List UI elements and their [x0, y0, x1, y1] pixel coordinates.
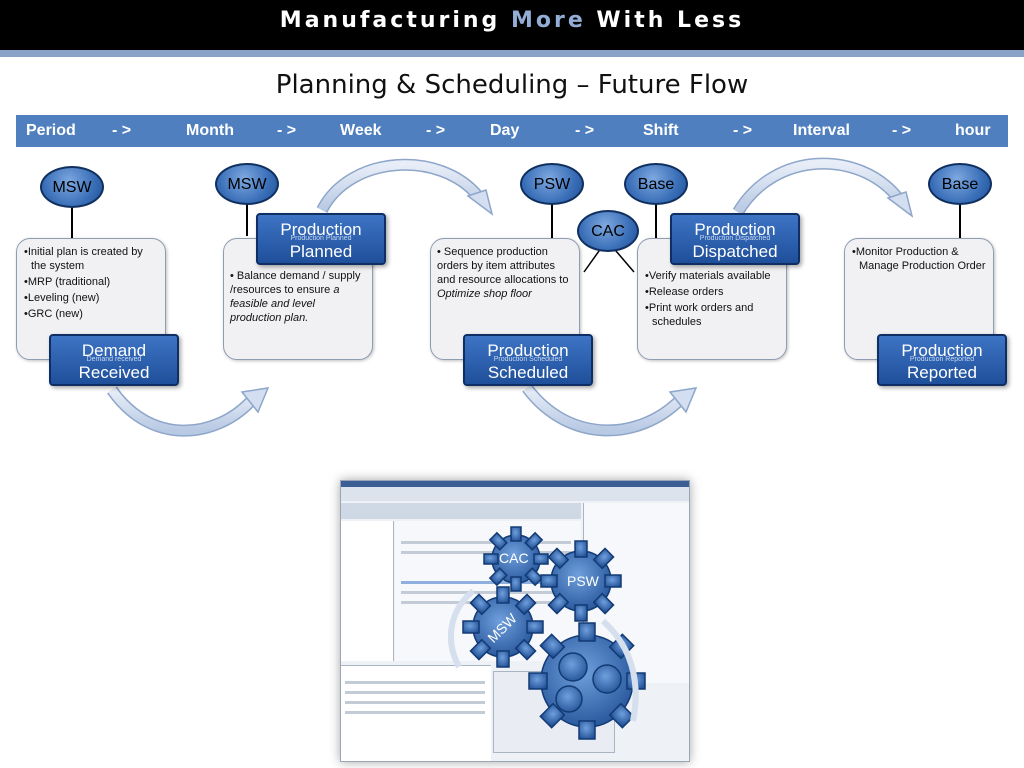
stage-line2: Received: [78, 363, 150, 382]
card-bullet: GRC (new): [21, 307, 161, 321]
stage-line1: Production: [280, 220, 362, 239]
stage-sublabel: Production Planned: [290, 235, 352, 242]
banner-rule: [0, 50, 1024, 57]
card-text: • Balance demand / supply /resources to …: [230, 270, 361, 324]
connector-stem: [655, 202, 657, 238]
screenshot-toolbar: [341, 503, 581, 519]
screenshot-row: [345, 691, 485, 694]
timeline-item: Period: [26, 122, 76, 139]
stage-sublabel: Production Scheduled: [493, 356, 563, 363]
software-screenshot: CAC PSW MSW: [340, 480, 690, 762]
card-text: • Sequence production orders by item att…: [437, 246, 569, 300]
stage-sublabel: Production Dispatched: [699, 235, 771, 242]
screenshot-titlebar: [341, 481, 689, 487]
msw-oval: MSW: [40, 166, 104, 208]
stage-sublabel: Production Reported: [909, 356, 975, 363]
gear-icon: [555, 685, 583, 713]
arrow-head: [466, 189, 494, 216]
timeline-item: Day: [490, 122, 520, 139]
screenshot-menubar: [341, 487, 689, 501]
stage-production-reported: Production Production Reported Reported: [877, 334, 1007, 386]
stage-line2: Dispatched: [692, 242, 778, 261]
stage-line1: Production: [901, 341, 983, 360]
msw-oval: MSW: [215, 163, 279, 205]
card-bullet: MRP (traditional): [21, 275, 161, 289]
stage-line1: Production: [694, 220, 776, 239]
card-bullet: Print work orders and schedules: [642, 301, 782, 329]
timeline-item: hour: [955, 122, 991, 139]
base-oval: Base: [928, 163, 992, 205]
stage-line1: Demand: [81, 341, 147, 360]
timeline-item: Interval: [793, 122, 850, 139]
timeline-item: Shift: [643, 122, 679, 139]
timeline-item: - >: [892, 122, 912, 139]
card-bullet: Initial plan is created by the system: [21, 245, 161, 273]
connector-stem: [246, 202, 248, 236]
connector-stem: [551, 202, 553, 238]
stage-production-planned: Production Production Planned Planned: [256, 213, 386, 265]
arrow-head: [240, 387, 270, 414]
gear-icon: [483, 526, 549, 592]
stage-line2: Planned: [289, 242, 353, 261]
gears-graphic: [447, 526, 646, 740]
timeline-item: - >: [112, 122, 132, 139]
screenshot-row: [401, 551, 571, 554]
card-bullet: Monitor Production & Manage Production O…: [849, 245, 989, 273]
timeline-item: Week: [340, 122, 382, 139]
stage-production-dispatched: Production Production Dispatched Dispatc…: [670, 213, 800, 265]
screenshot-row: [345, 711, 485, 714]
screenshot-row: [345, 681, 485, 684]
screenshot-tree-panel: [341, 521, 394, 661]
base-oval: Base: [624, 163, 688, 205]
cycle-arrow: [600, 618, 639, 722]
screenshot-row: [345, 701, 485, 704]
header-banner: [0, 0, 1024, 50]
gear-icon: [592, 664, 622, 694]
timeline-item: - >: [426, 122, 446, 139]
gear-icon: [540, 540, 622, 622]
psw-oval: PSW: [520, 163, 584, 205]
gear-label: CAC: [499, 550, 529, 566]
cycle-arrow: [447, 588, 475, 669]
connector-stem: [959, 202, 961, 238]
timeline-item: - >: [277, 122, 297, 139]
stage-sublabel: Demand received: [86, 356, 142, 363]
stage-production-scheduled: Production Production Scheduled Schedule…: [463, 334, 593, 386]
card-bullet: Leveling (new): [21, 291, 161, 305]
stage-line1: Production: [487, 341, 569, 360]
timeline-item: - >: [733, 122, 753, 139]
stage-line2: Scheduled: [487, 363, 569, 382]
timeline-bar: Period - > Month - > Week - > Day - > Sh…: [16, 115, 1008, 147]
card-bullet: Release orders: [642, 285, 782, 299]
gear-icon: [558, 652, 588, 682]
gear-icon: [462, 586, 544, 668]
stage-line2: Reported: [907, 363, 977, 382]
gear-label: PSW: [567, 573, 599, 589]
banner-title: Manufacturing More With Less: [279, 8, 745, 33]
card-bullet: Verify materials available: [642, 269, 782, 283]
timeline-item: Month: [186, 122, 234, 139]
arrow-head: [886, 191, 914, 218]
timeline-item: - >: [575, 122, 595, 139]
connector-stem: [71, 206, 73, 238]
screenshot-row: [401, 591, 571, 594]
screenshot-row: [401, 581, 571, 584]
arrow-head: [668, 387, 698, 414]
cac-oval: CAC: [577, 210, 639, 252]
page-title: Planning & Scheduling – Future Flow: [275, 70, 749, 100]
stage-demand-received: Demand Demand received Received: [49, 334, 179, 386]
screenshot-row: [401, 541, 571, 544]
